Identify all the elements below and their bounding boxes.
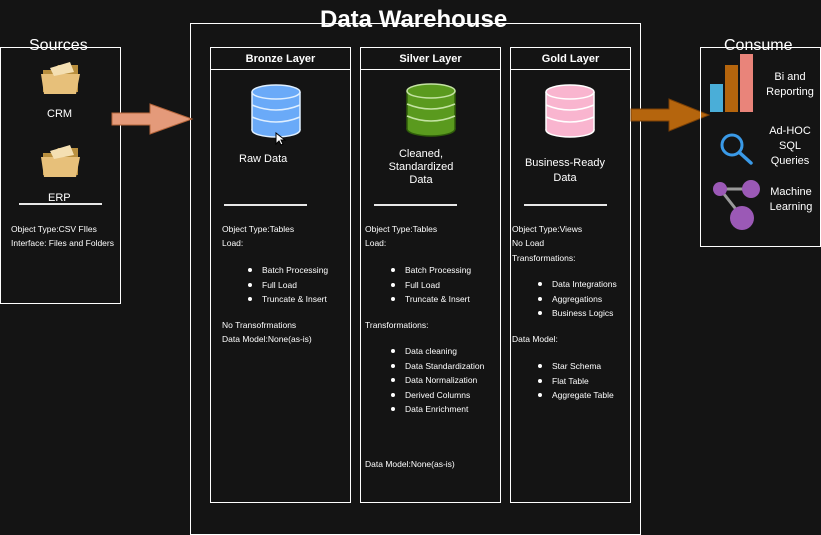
silver-transformations-label: Transformations: <box>365 320 429 330</box>
silver-transformations-list: Data cleaning Data Standardization Data … <box>391 344 490 417</box>
bronze-load-label: Load: <box>222 238 244 248</box>
bronze-object-type: Object Type:Tables <box>222 224 295 234</box>
list-item: Data cleaning <box>391 344 490 359</box>
bronze-layer-title: Bronze Layer <box>211 48 350 70</box>
list-item: Full Load <box>247 278 328 293</box>
list-item: Business Logics <box>538 306 617 321</box>
crm-folder-icon <box>41 62 80 94</box>
list-item: Star Schema <box>538 359 614 374</box>
gold-layer-title: Gold Layer <box>511 48 630 70</box>
gold-divider <box>524 204 607 206</box>
erp-folder-icon <box>41 145 80 177</box>
gold-layer-panel: Gold Layer <box>510 47 631 503</box>
bronze-divider <box>224 204 307 206</box>
bronze-load-list: Batch Processing Full Load Truncate & In… <box>247 263 328 307</box>
list-item: Batch Processing <box>247 263 328 278</box>
consume-label-bi: Bi and Reporting <box>766 71 814 98</box>
list-item: Derived Columns <box>391 388 490 403</box>
bronze-caption: Raw Data <box>239 153 288 165</box>
silver-data-model: Data Model:None(as-is) <box>365 459 455 469</box>
list-item: Data Integrations <box>538 277 617 292</box>
gold-database-icon <box>545 84 595 138</box>
list-item: Truncate & Insert <box>247 292 328 307</box>
bronze-transformations: No Transofrmations <box>222 320 297 330</box>
list-item: Data Normalization <box>391 373 490 388</box>
cursor-icon <box>275 132 287 146</box>
silver-caption: Cleaned, Standardized Data <box>388 148 454 186</box>
sources-object-type: Object Type:CSV FIles <box>11 224 97 234</box>
sources-title: Sources <box>29 37 88 54</box>
bronze-layer-panel: Bronze Layer <box>210 47 351 503</box>
list-item: Data Enrichment <box>391 402 490 417</box>
gold-load: No Load <box>512 238 545 248</box>
bronze-data-model: Data Model:None(as-is) <box>222 334 312 344</box>
list-item: Truncate & Insert <box>390 292 471 307</box>
consume-label-ml: Machine Learning <box>769 186 813 213</box>
gold-data-model-label: Data Model: <box>512 334 558 344</box>
silver-load-label: Load: <box>365 238 387 248</box>
gold-caption: Business-Ready Data <box>524 157 606 184</box>
silver-load-list: Batch Processing Full Load Truncate & In… <box>390 263 471 307</box>
consume-title: Consume <box>724 37 793 54</box>
source-label-crm: CRM <box>47 108 73 120</box>
silver-object-type: Object Type:Tables <box>365 224 438 234</box>
list-item: Full Load <box>390 278 471 293</box>
silver-divider <box>374 204 457 206</box>
list-item: Aggregate Table <box>538 388 614 403</box>
silver-layer-title: Silver Layer <box>361 48 500 70</box>
list-item: Batch Processing <box>390 263 471 278</box>
page-title: Data Warehouse <box>320 6 508 33</box>
source-label-erp: ERP <box>48 192 71 204</box>
list-item: Aggregations <box>538 292 617 307</box>
silver-layer-panel: Silver Layer <box>360 47 501 503</box>
list-item: Flat Table <box>538 374 614 389</box>
silver-database-icon <box>406 83 456 137</box>
sources-divider <box>19 203 102 205</box>
bronze-database-icon <box>251 84 301 138</box>
arrow-warehouse-to-consume <box>630 98 711 132</box>
sources-interface: Interface: Files and Folders <box>11 238 114 248</box>
bar-chart-icon <box>710 54 753 112</box>
gold-object-type: Object Type:Views <box>512 224 583 234</box>
arrow-sources-to-warehouse <box>111 103 194 135</box>
consume-label-sql: Ad-HOC SQL Queries <box>769 125 811 167</box>
network-icon <box>713 180 760 230</box>
sources-panel <box>0 47 121 304</box>
list-item: Data Standardization <box>391 359 490 374</box>
gold-transformations-list: Data Integrations Aggregations Business … <box>538 277 617 321</box>
gold-transformations-label: Transformations: <box>512 253 576 263</box>
search-icon <box>720 133 753 165</box>
gold-data-model-list: Star Schema Flat Table Aggregate Table <box>538 359 614 403</box>
